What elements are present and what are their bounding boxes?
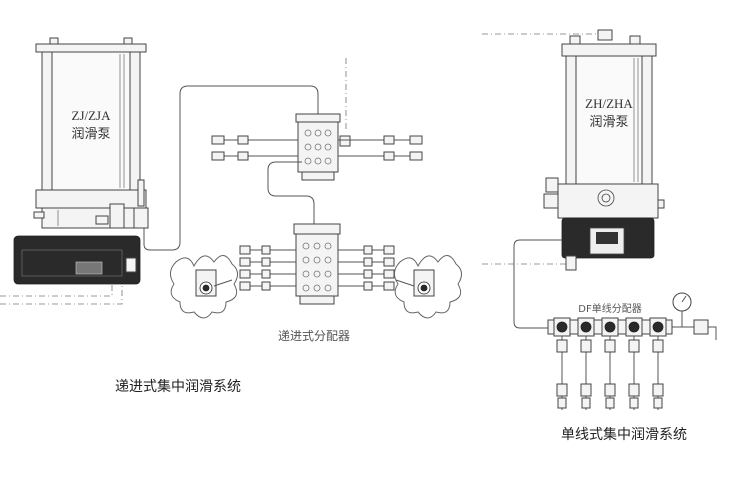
progressive-lubrication-system: ZJ/ZJA 润滑泵 [0, 37, 462, 395]
zj-pump-name: 润滑泵 [71, 126, 110, 141]
zh-pump-name: 润滑泵 [589, 114, 628, 129]
single-line-system-caption: 单线式集中润滑系统 [561, 426, 687, 443]
left-lubrication-point [170, 255, 238, 319]
progressive-distributor-label: 递进式分配器 [278, 329, 350, 343]
zj-pump-model: ZJ/ZJA [72, 108, 112, 123]
df-outlet-lines [556, 336, 664, 410]
upper-progressive-distributor [211, 113, 423, 181]
progressive-system-caption: 递进式集中润滑系统 [115, 378, 241, 395]
right-lubrication-point [394, 255, 462, 319]
zh-pump-model: ZH/ZHA [585, 96, 633, 111]
zj-lubrication-pump: ZJ/ZJA 润滑泵 [13, 37, 149, 285]
df-single-line-distributor [547, 292, 717, 410]
df-distributor-label: DF单线分配器 [578, 302, 641, 315]
zh-lubrication-pump: ZH/ZHA 润滑泵 [543, 29, 665, 271]
single-line-lubrication-system: ZH/ZHA 润滑泵 [482, 29, 717, 443]
lower-progressive-distributor [239, 223, 395, 305]
